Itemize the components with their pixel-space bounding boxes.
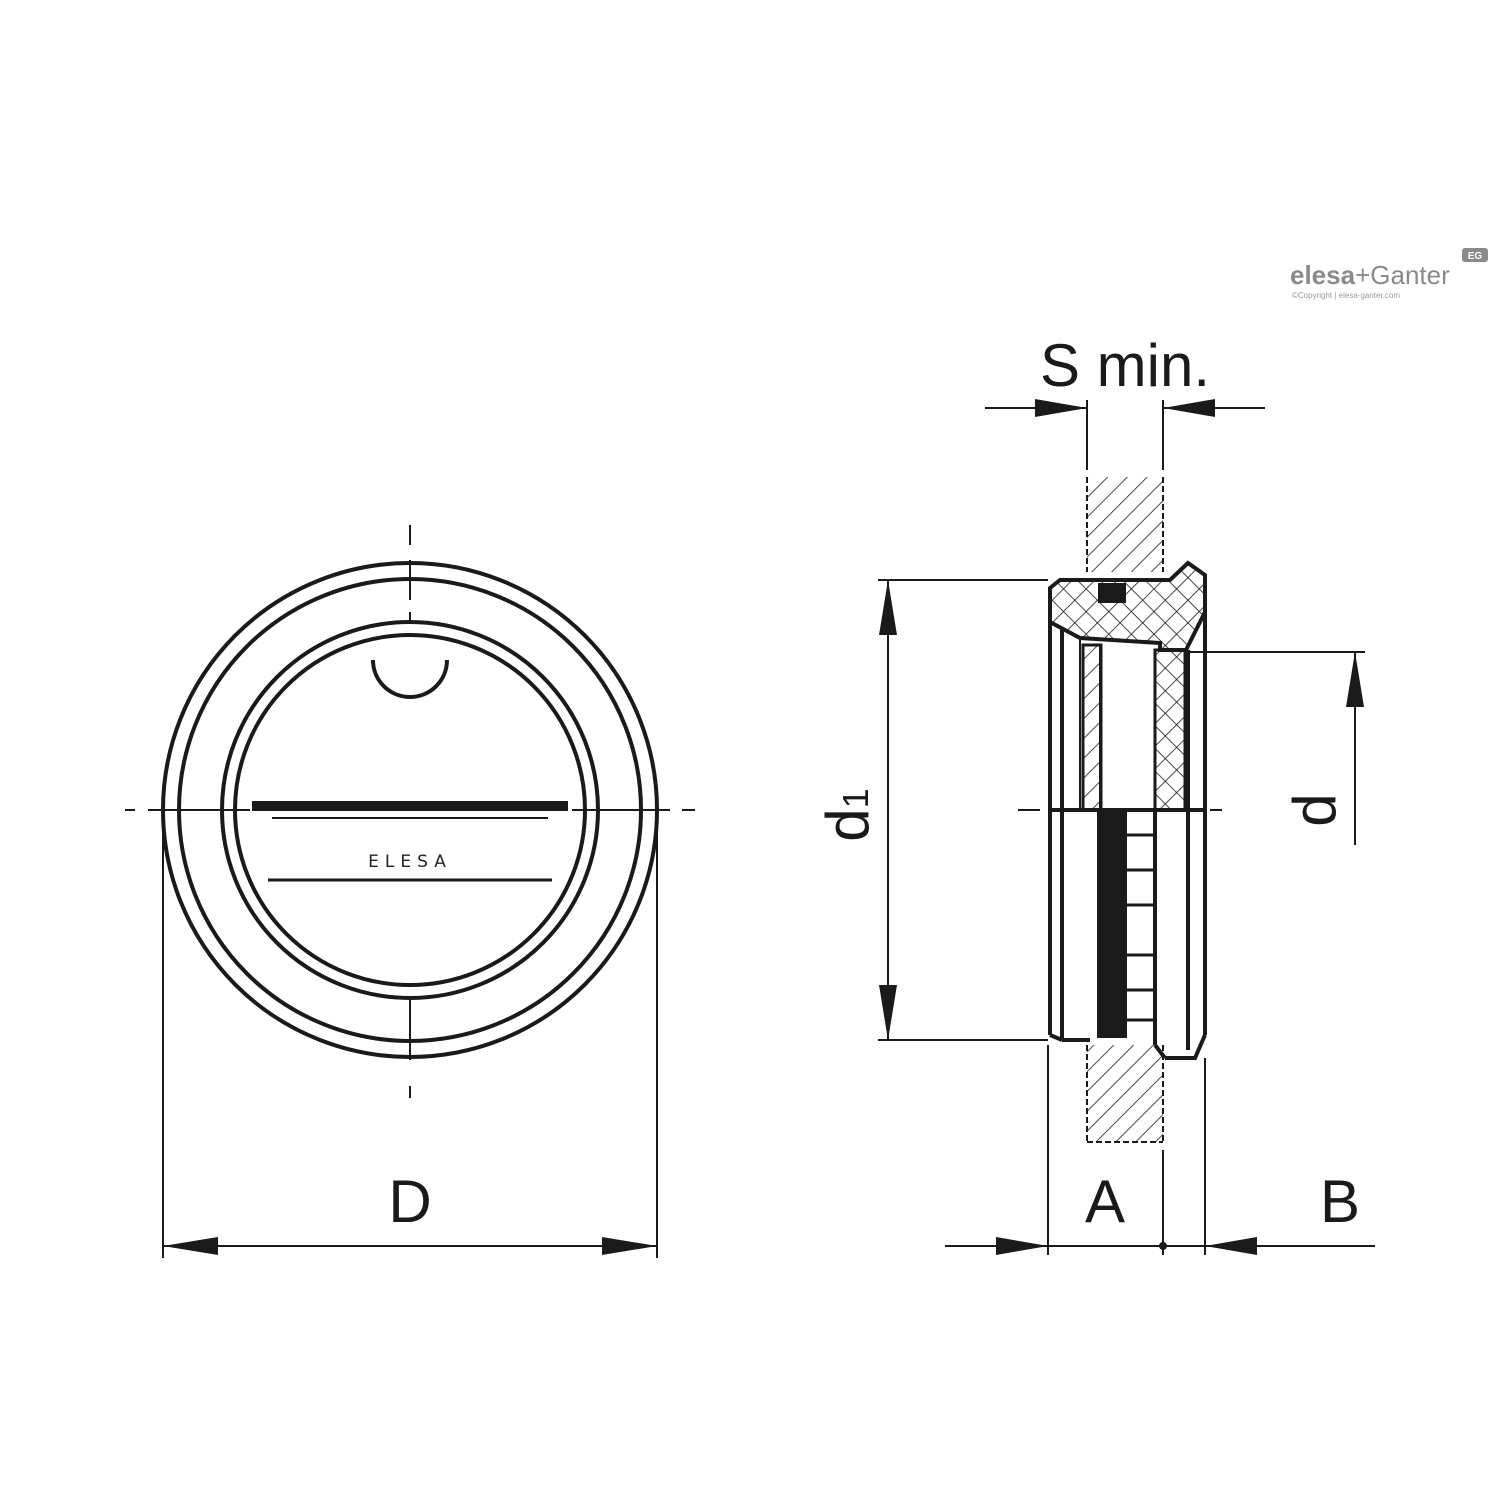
front-view xyxy=(125,525,695,1098)
logo-badge xyxy=(1462,248,1488,262)
svg-text:d: d xyxy=(1281,793,1348,826)
dim-S-min xyxy=(985,400,1265,470)
dim-B-arrow xyxy=(1205,1237,1257,1255)
dim-d-arrow-top xyxy=(1346,652,1364,707)
body-section-top xyxy=(1048,560,1207,652)
dim-d1-label: d1 xyxy=(814,788,881,841)
body-outline xyxy=(1048,612,1207,1060)
dim-S-arrow-left xyxy=(1035,399,1087,417)
brand-marking: ELESA xyxy=(368,852,452,872)
dim-origin-dot xyxy=(1159,1242,1167,1250)
elesa-ganter-logo: elesa+Ganter EG ©Copyright | elesa-gante… xyxy=(1290,248,1488,300)
lens-section xyxy=(1081,643,1103,812)
dim-S-arrow-right xyxy=(1163,399,1215,417)
dim-D-arrow-right xyxy=(602,1237,657,1255)
dim-d-label: d xyxy=(1281,793,1348,826)
dim-A-label: A xyxy=(1085,1168,1125,1235)
ribs xyxy=(1127,833,1155,1022)
dim-D-arrow-left xyxy=(163,1237,218,1255)
dim-D-label: D xyxy=(388,1168,431,1235)
panel-wall-upper xyxy=(1087,477,1163,572)
inner-lines xyxy=(1079,640,1101,810)
sleeve-section xyxy=(1153,648,1187,812)
logo-copyright: ©Copyright | elesa-ganter.com xyxy=(1292,291,1400,300)
seal-top xyxy=(1098,583,1126,603)
svg-text:d1: d1 xyxy=(814,788,881,841)
dim-d1-arrow-top xyxy=(879,580,897,635)
dim-d1-arrow-bottom xyxy=(879,985,897,1040)
dim-D xyxy=(162,820,658,1258)
gasket-bar xyxy=(1097,812,1127,1038)
logo-brand: elesa+Ganter xyxy=(1290,260,1450,290)
dim-B-label: B xyxy=(1320,1168,1360,1235)
dim-d1 xyxy=(878,579,1048,1041)
logo-badge-text: EG xyxy=(1468,251,1483,262)
dim-S-min-label: S min. xyxy=(1040,332,1210,399)
top-notch xyxy=(371,659,449,699)
panel-wall-lower xyxy=(1087,1045,1163,1142)
dim-A-arrow xyxy=(996,1237,1048,1255)
front-centerlines xyxy=(125,525,695,1098)
